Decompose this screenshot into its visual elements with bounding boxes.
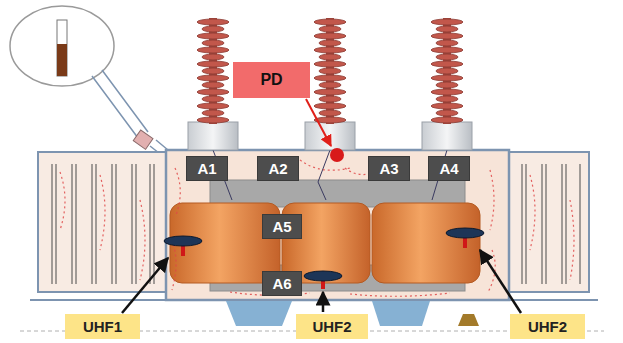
area-label: A3 [368, 156, 410, 181]
radiator [38, 152, 166, 292]
insulator-shed [197, 47, 229, 53]
insulator-shed [202, 26, 224, 32]
insulator-shed [314, 19, 346, 25]
insulator-shed [431, 47, 463, 53]
insulator-shed [431, 19, 463, 25]
gauge-tube [57, 20, 67, 76]
insulator-shed [436, 68, 458, 74]
area-label: A6 [262, 271, 302, 296]
insulator-shed [202, 68, 224, 74]
label-text: A6 [272, 276, 291, 291]
insulator-shed [202, 40, 224, 46]
label-text: A1 [197, 161, 216, 176]
lead-wire [213, 150, 447, 200]
insulator-shed [436, 96, 458, 102]
insulator-shed [436, 110, 458, 116]
insulator-shed [319, 40, 341, 46]
insulator-shed [197, 89, 229, 95]
label-text: A4 [439, 161, 458, 176]
label-text: UHF2 [312, 319, 351, 334]
pd-source [330, 148, 344, 162]
insulator-shed [314, 89, 346, 95]
area-label: A1 [186, 156, 228, 181]
insulator-shed [431, 61, 463, 67]
label-text: A5 [272, 219, 291, 234]
foot [372, 301, 430, 326]
insulator-shed [431, 103, 463, 109]
tank [166, 150, 509, 300]
sensor-label: UHF1 [65, 314, 140, 339]
sensor-leader [122, 258, 168, 313]
pipe [92, 70, 148, 138]
insulator-shed [314, 47, 346, 53]
insulator-shed [202, 82, 224, 88]
insulator-shed [319, 96, 341, 102]
insulator [197, 18, 463, 124]
sensor-label: UHF2 [510, 314, 585, 339]
uhf-sensor [164, 228, 484, 289]
gauge-bubble [10, 6, 114, 86]
label-text: UHF1 [83, 319, 122, 334]
insulator-shed [314, 33, 346, 39]
insulator-shed [314, 61, 346, 67]
insulator-shed [197, 117, 229, 123]
insulator-shed [319, 54, 341, 60]
radiator [509, 152, 589, 292]
insulator-shed [197, 103, 229, 109]
sensor-leader [322, 292, 325, 312]
insulator-shed [202, 96, 224, 102]
insulator-shed [431, 75, 463, 81]
area-label: A5 [262, 214, 302, 239]
insulator-shed [431, 33, 463, 39]
insulator-shed [314, 75, 346, 81]
insulator-shed [436, 54, 458, 60]
insulator-shed [197, 19, 229, 25]
sensor-leader [480, 250, 521, 313]
area-label: A4 [428, 156, 470, 181]
label-text: A3 [379, 161, 398, 176]
insulator-shed [319, 110, 341, 116]
insulator-shed [197, 75, 229, 81]
winding [372, 203, 480, 283]
insulator-shed [436, 26, 458, 32]
insulator-shed [436, 40, 458, 46]
insulator-shed [431, 89, 463, 95]
pd-leader [306, 99, 331, 146]
insulator-shed [197, 33, 229, 39]
insulator-shed [202, 110, 224, 116]
insulator-shed [436, 82, 458, 88]
ground-mark [458, 314, 479, 326]
pd-label-box: PD [233, 62, 310, 98]
insulator-shed [431, 117, 463, 123]
foot [226, 301, 292, 326]
label-text: UHF2 [528, 319, 567, 334]
insulator-shed [314, 103, 346, 109]
insulator-shed [319, 26, 341, 32]
label-text: A2 [268, 161, 287, 176]
sensor-label: UHF2 [296, 314, 368, 339]
insulator-shed [197, 61, 229, 67]
area-label: A2 [257, 156, 299, 181]
insulator-shed [202, 54, 224, 60]
insulator-shed [319, 68, 341, 74]
gauge-oil [57, 44, 67, 76]
insulator-shed [319, 82, 341, 88]
label-text: PD [260, 72, 282, 88]
